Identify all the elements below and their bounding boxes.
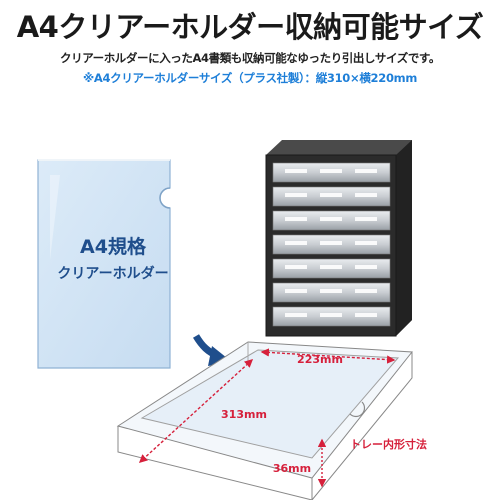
clear-folder xyxy=(37,159,171,369)
depth-dimension-label: 313mm xyxy=(221,408,267,421)
drawer-stack xyxy=(272,162,391,327)
tray-caption: トレー内形寸法 xyxy=(350,437,427,451)
page-title: A4クリアーホルダー収納可能サイズ xyxy=(16,10,484,44)
width-dimension-label: 223mm xyxy=(297,353,343,366)
folder-label-line1: A4規格 xyxy=(80,235,147,258)
folder-label-line2: クリアーホルダー xyxy=(57,265,168,282)
size-note: ※A4クリアーホルダーサイズ（プラス社製）：縦310×横220mm xyxy=(82,71,418,85)
height-dimension-label: 36mm xyxy=(273,462,311,475)
description-text: クリアーホルダーに入ったA4書類も収納可能なゆったり引出しサイズです。 xyxy=(60,51,440,65)
dimension-lines xyxy=(138,348,396,488)
drawer-cabinet xyxy=(265,140,412,337)
